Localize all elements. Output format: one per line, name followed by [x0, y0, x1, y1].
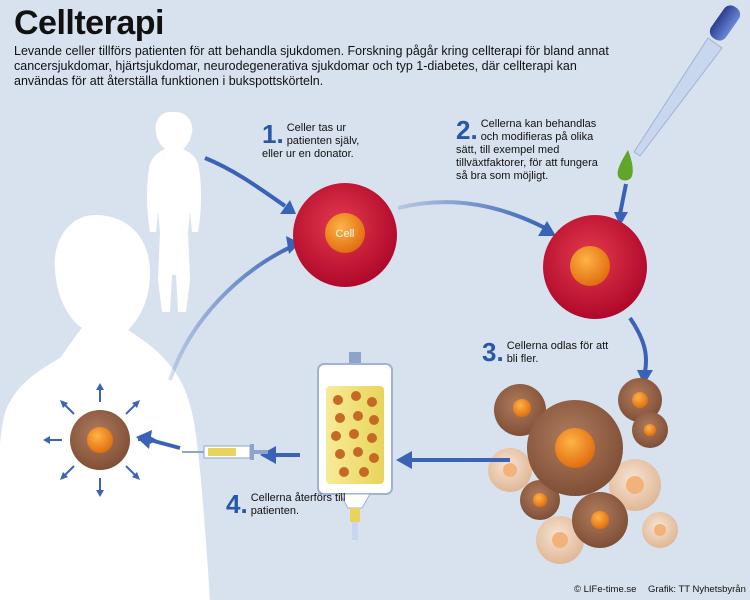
arrow-syringe-to-body	[149, 438, 181, 450]
iv-bag-icon	[317, 352, 393, 540]
source-credit: © LIFe-time.se	[574, 584, 637, 595]
arrow-patient-to-cell	[168, 243, 296, 381]
radiating-arrowheads	[43, 383, 157, 497]
arrowhead	[614, 212, 628, 226]
step-4-text: Cellerna återförs till patienten.	[250, 492, 346, 517]
step-4-number: 4.	[226, 489, 248, 519]
arrow-cell2-to-culture	[628, 316, 649, 373]
step-3: 3. Cellerna odlas för att bli fler.	[482, 337, 612, 367]
arrow-donor-to-cell	[204, 156, 287, 208]
syringe-icon	[182, 444, 268, 460]
intro-text: Levande celler tillförs patienten för at…	[14, 44, 609, 88]
step-2-number: 2.	[456, 115, 478, 145]
step-1-number: 1.	[262, 119, 284, 149]
nucleus-2	[570, 246, 610, 286]
arrow-pipette-to-cell	[618, 183, 628, 215]
treated-cell-in-body	[70, 410, 130, 470]
cultured-cells	[488, 378, 678, 564]
patient-silhouette	[0, 215, 210, 600]
step-2-text: Cellerna kan behandlas och modifieras på…	[456, 118, 598, 182]
arrowhead	[286, 236, 300, 254]
nucleus-1	[325, 213, 365, 253]
arrowhead	[280, 200, 296, 214]
step-3-number: 3.	[482, 337, 504, 367]
donor-silhouette	[147, 112, 201, 312]
step-1: 1. Celler tas ur patienten själv, eller …	[262, 119, 382, 161]
step-1-text: Celler tas ur patienten själv, eller ur …	[262, 122, 360, 160]
arrowhead	[396, 451, 412, 469]
step-4: 4. Cellerna återförs till patienten.	[226, 489, 346, 519]
arrowhead	[637, 370, 653, 385]
graphic-credit: Grafik: TT Nyhetsbyrån	[648, 584, 746, 595]
step-3-text: Cellerna odlas för att bli fler.	[506, 340, 609, 365]
radiating-arrows	[48, 388, 152, 492]
nucleus-cultured	[555, 428, 595, 468]
arrowhead	[538, 221, 556, 236]
pipette-icon	[617, 5, 741, 181]
arrowhead	[260, 446, 276, 464]
step-2: 2. Cellerna kan behandlas och modifieras…	[456, 115, 606, 183]
page-title: Cellterapi	[14, 4, 164, 42]
arrow-cell1-to-cell2	[397, 200, 546, 230]
cell-label: Cell	[336, 228, 355, 240]
